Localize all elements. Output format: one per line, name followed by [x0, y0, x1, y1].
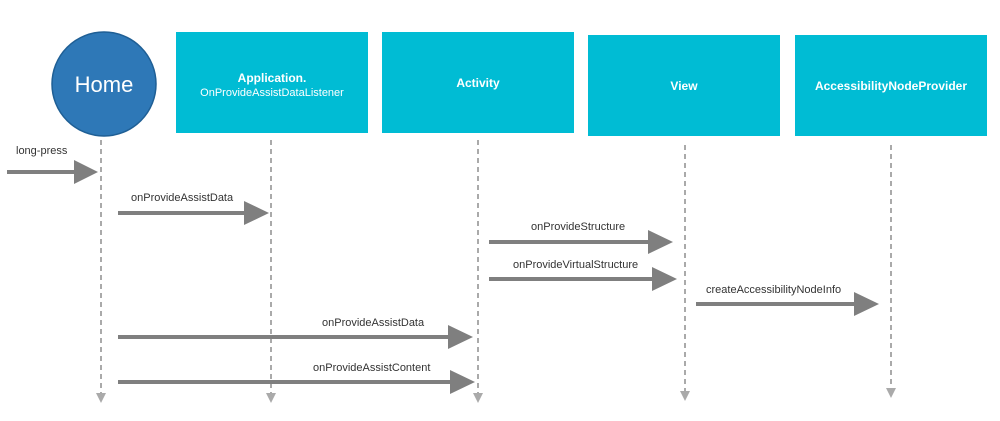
provider-box — [795, 35, 987, 136]
participant-provider: AccessibilityNodeProvider — [795, 35, 987, 136]
message-label: long-press — [16, 145, 68, 157]
activity-box — [382, 32, 574, 133]
home-label: Home — [75, 72, 134, 97]
participant-view: View — [588, 35, 780, 136]
message-arrow-head — [648, 230, 673, 254]
message-label: onProvideAssistData — [322, 317, 425, 329]
message-label: onProvideAssistContent — [313, 362, 430, 374]
application-title: Application. — [238, 71, 307, 85]
message-arrow-head — [74, 160, 98, 184]
view-box — [588, 35, 780, 136]
activity-title: Activity — [456, 76, 500, 90]
message-arrow-head — [448, 325, 473, 349]
participant-home: Home — [51, 31, 157, 137]
message-label: onProvideVirtualStructure — [513, 259, 638, 271]
participant-application: Application. OnProvideAssistDataListener — [176, 32, 368, 133]
message-on-provide-assist-data-activity: onProvideAssistData — [118, 317, 473, 349]
message-create-accessibility-node-info: createAccessibilityNodeInfo — [696, 284, 879, 316]
view-title: View — [670, 79, 698, 93]
message-arrow-head — [450, 370, 475, 394]
message-label: onProvideAssistData — [131, 192, 234, 204]
application-box — [176, 32, 368, 133]
message-on-provide-virtual-structure: onProvideVirtualStructure — [489, 259, 677, 291]
message-arrow-head — [244, 201, 269, 225]
message-on-provide-assist-data-application: onProvideAssistData — [118, 192, 269, 225]
message-long-press: long-press — [7, 145, 98, 184]
application-subtitle: OnProvideAssistDataListener — [200, 87, 344, 99]
message-on-provide-assist-content: onProvideAssistContent — [118, 362, 475, 394]
provider-title: AccessibilityNodeProvider — [815, 79, 967, 93]
participant-activity: Activity — [382, 32, 574, 133]
message-label: onProvideStructure — [531, 221, 625, 233]
home-circle — [51, 31, 157, 137]
lifelines — [96, 140, 896, 403]
message-arrow-head — [652, 267, 677, 291]
message-arrow-head — [854, 292, 879, 316]
message-label: createAccessibilityNodeInfo — [706, 284, 841, 296]
message-on-provide-structure: onProvideStructure — [489, 221, 673, 254]
